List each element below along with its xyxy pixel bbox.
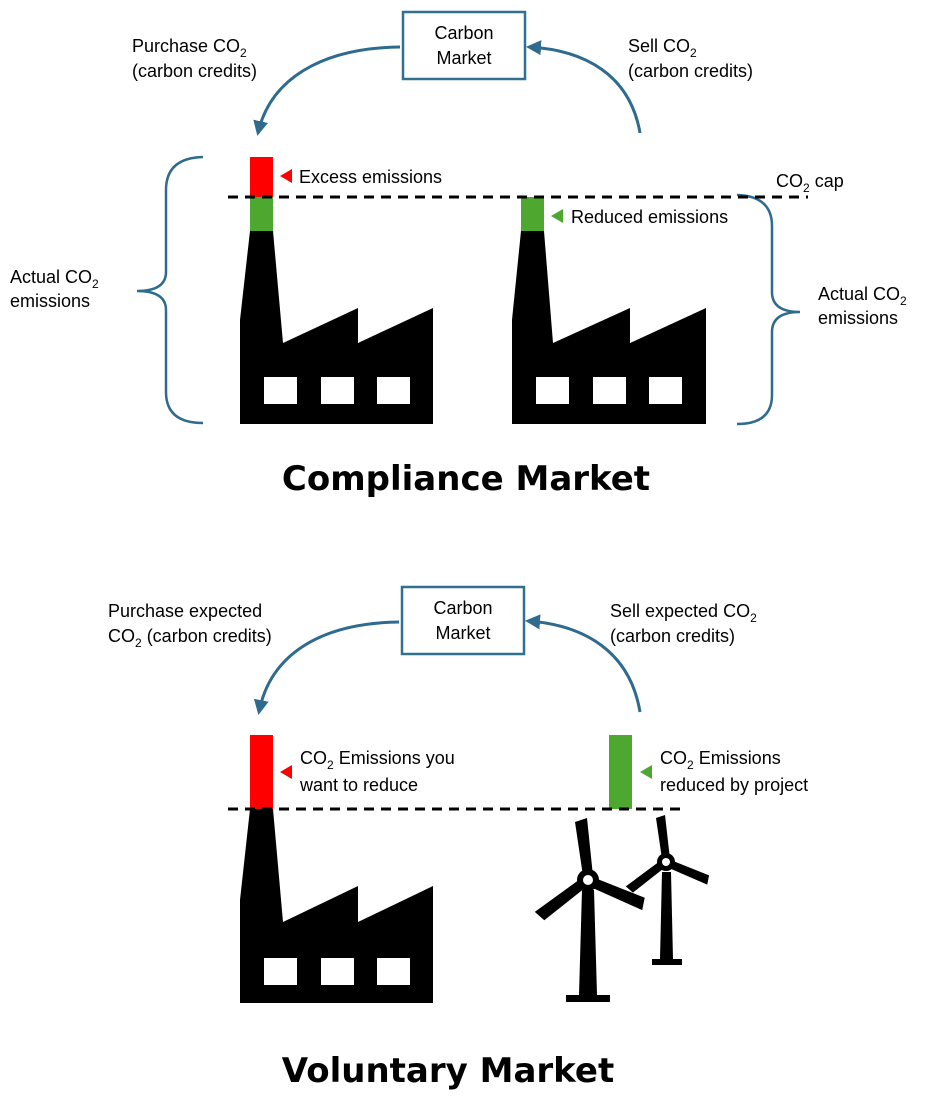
compliance-sell-arrow: [526, 40, 642, 134]
compliance-purchase-line1: Purchase CO2: [132, 36, 247, 60]
project-pointer: [640, 765, 652, 779]
compliance-sell-line1: Sell CO2: [628, 36, 697, 60]
excess-emissions-label: Excess emissions: [299, 167, 442, 187]
voluntary-purchase-line2: CO2 (carbon credits): [108, 626, 272, 650]
voluntary-sell-line2: (carbon credits): [610, 626, 735, 646]
emissions-to-reduce-bar: [250, 735, 273, 809]
compliance-carbon-market-box: Carbon Market: [401, 10, 527, 81]
compliance-actual-left-line2: emissions: [10, 291, 90, 311]
voluntary-section: Carbon Market Purchase expected CO2 (car…: [108, 585, 808, 1091]
excess-pointer: [280, 169, 292, 183]
voluntary-purchase-line1: Purchase expected: [108, 601, 262, 621]
factory-icon: [512, 231, 706, 424]
compliance-actual-right-line2: emissions: [818, 308, 898, 328]
compliance-right-factory: [512, 197, 706, 424]
compliance-market-line2: Market: [436, 48, 491, 68]
project-reduction-bar: [609, 735, 632, 809]
voluntary-sell-arrow: [525, 614, 642, 713]
project-reduction-line2: reduced by project: [660, 775, 808, 795]
voluntary-carbon-market-box: Carbon Market: [400, 585, 526, 656]
want-reduce-line1: CO2 Emissions you: [300, 748, 455, 772]
compliance-purchase-line2: (carbon credits): [132, 61, 257, 81]
want-reduce-pointer: [280, 765, 292, 779]
compliance-market-line1: Carbon: [434, 23, 493, 43]
co2-cap-label: CO2 cap: [776, 171, 844, 195]
voluntary-sell-line1: Sell expected CO2: [610, 601, 757, 625]
compliance-left-brace: [136, 155, 204, 425]
excess-emissions-bar: [250, 157, 273, 197]
voluntary-market-title: Voluntary Market: [282, 1051, 614, 1091]
want-reduce-line2: want to reduce: [299, 775, 418, 795]
compliance-purchase-arrow: [253, 45, 401, 136]
compliance-market-title: Compliance Market: [282, 459, 650, 499]
project-reduction-line1: CO2 Emissions: [660, 748, 781, 772]
compliance-actual-right-line1: Actual CO2: [818, 284, 907, 308]
voluntary-purchase-arrow: [253, 620, 400, 715]
voluntary-market-line1: Carbon: [433, 598, 492, 618]
left-cap-band: [250, 197, 273, 231]
compliance-left-factory: [240, 157, 433, 424]
reduced-emissions-bar: [521, 197, 544, 231]
wind-turbine-icon: [534, 818, 645, 1002]
reduced-pointer: [551, 209, 563, 223]
factory-icon: [240, 231, 433, 424]
voluntary-factory: [240, 735, 433, 1003]
compliance-sell-line2: (carbon credits): [628, 61, 753, 81]
compliance-section: Carbon Market Purchase CO2 (carbon credi…: [10, 10, 907, 499]
voluntary-market-line2: Market: [435, 623, 490, 643]
wind-turbine-icon: [625, 815, 710, 965]
reduced-emissions-label: Reduced emissions: [571, 207, 728, 227]
compliance-right-brace: [736, 193, 801, 426]
factory-icon: [240, 809, 433, 1003]
compliance-actual-left-line1: Actual CO2: [10, 267, 99, 291]
